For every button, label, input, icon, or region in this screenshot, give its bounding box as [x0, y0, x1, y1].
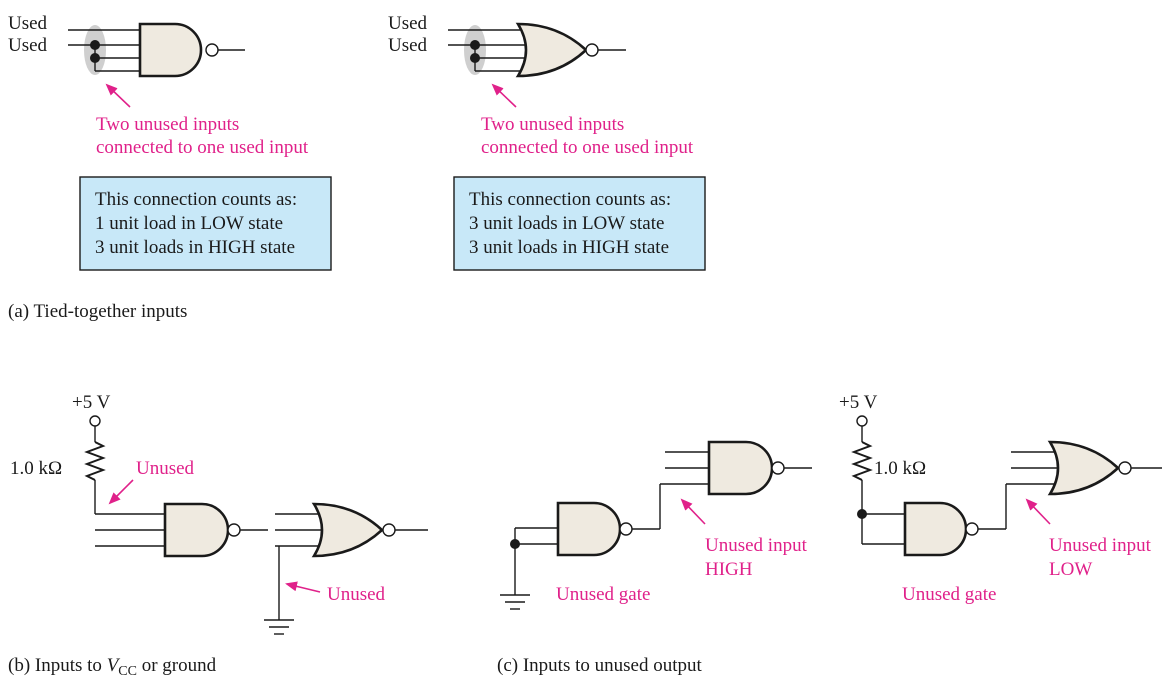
junction-dot	[90, 53, 100, 63]
annotation-arrow	[680, 498, 706, 525]
annotation-text: Unused gate	[556, 584, 650, 605]
annotation-arrow	[108, 479, 134, 505]
junction-dot	[470, 40, 480, 50]
caption-b: (b) Inputs to VCC or ground	[8, 655, 217, 679]
inversion-bubble	[771, 461, 785, 475]
unused-nand-gate	[903, 501, 968, 557]
inversion-bubble	[1118, 461, 1132, 475]
panel-b: +5 V 1.0 kΩ Unused Unused (b) Inputs to …	[8, 392, 428, 679]
junction-dot	[470, 53, 480, 63]
pullup-resistor	[851, 441, 873, 481]
supply-terminal	[89, 415, 101, 427]
annotation-arrow	[491, 83, 517, 108]
annotation-text: connected to one used input	[96, 137, 309, 158]
load-note-box	[79, 176, 332, 271]
nand-gate	[138, 22, 203, 78]
panel-c-right: +5 V 1.0 kΩ Unused gate Unused input LOW	[839, 392, 1162, 605]
nor-gate	[515, 22, 588, 78]
resistor-label: 1.0 kΩ	[10, 458, 62, 479]
annotation-text: LOW	[1049, 559, 1092, 580]
load-note-line: 1 unit load in LOW state	[95, 213, 283, 234]
input-label-used: Used	[388, 13, 428, 34]
load-note-line: 3 unit loads in LOW state	[469, 213, 664, 234]
annotation-text: HIGH	[705, 559, 753, 580]
unused-nand-gate	[556, 501, 622, 557]
input-label-used: Used	[8, 13, 48, 34]
nor-gate	[1047, 440, 1120, 496]
input-label-used: Used	[8, 35, 48, 56]
input-label-used: Used	[388, 35, 428, 56]
annotation-text: connected to one used input	[481, 137, 694, 158]
load-note-line: This connection counts as:	[95, 189, 297, 210]
load-note-line: 3 unit loads in HIGH state	[469, 237, 669, 258]
supply-label: +5 V	[72, 392, 111, 413]
caption-c: (c) Inputs to unused output	[497, 655, 702, 676]
annotation-text: Unused input	[705, 535, 808, 556]
ground-symbol	[500, 594, 530, 610]
inversion-bubble	[619, 522, 633, 536]
annotation-text: Unused gate	[902, 584, 996, 605]
inversion-bubble	[585, 43, 599, 57]
ground-symbol	[264, 619, 294, 635]
load-note-line: 3 unit loads in HIGH state	[95, 237, 295, 258]
inversion-bubble	[205, 43, 219, 57]
inversion-bubble	[965, 522, 979, 536]
supply-terminal	[856, 415, 868, 427]
junction-dot	[510, 539, 520, 549]
annotation-arrow	[285, 581, 321, 593]
annotation-arrow	[105, 83, 131, 108]
panel-c-left: Unused gate Unused input HIGH	[500, 440, 812, 610]
annotation-text: Two unused inputs	[96, 114, 239, 135]
nand-gate	[707, 440, 774, 496]
annotation-text: Unused	[136, 458, 195, 479]
inversion-bubble	[382, 523, 396, 537]
panel-a-right: Used Used Two unused inputs connected to…	[388, 13, 706, 271]
annotation-arrow	[1025, 498, 1051, 525]
nand-gate	[163, 502, 230, 558]
annotation-text: Unused input	[1049, 535, 1152, 556]
pullup-resistor	[84, 441, 106, 481]
annotation-text: Unused	[327, 584, 386, 605]
inversion-bubble	[227, 523, 241, 537]
load-note-line: This connection counts as:	[469, 189, 671, 210]
panel-a-left: Used Used Two unused inputs connected to…	[8, 13, 332, 271]
caption-a: (a) Tied-together inputs	[8, 301, 187, 322]
nor-gate	[311, 502, 384, 558]
annotation-text: Two unused inputs	[481, 114, 624, 135]
load-note-box	[453, 176, 706, 271]
junction-dot	[90, 40, 100, 50]
resistor-label: 1.0 kΩ	[874, 458, 926, 479]
supply-label: +5 V	[839, 392, 878, 413]
